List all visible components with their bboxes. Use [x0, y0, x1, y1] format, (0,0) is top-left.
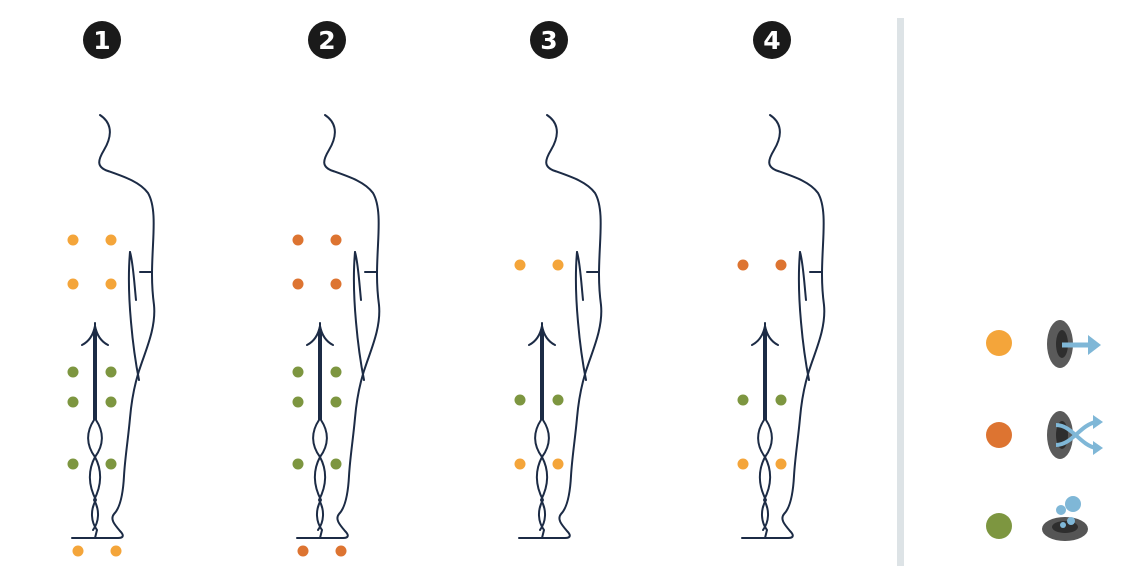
panel-2: 2	[292, 21, 381, 557]
step-number-badge: 2	[308, 21, 346, 59]
green-dot-upper-thigh-left	[67, 366, 79, 378]
green-dot-upper-thigh-right	[330, 366, 342, 378]
legend-dot-green	[986, 513, 1012, 539]
green-dot-thigh-right	[552, 394, 564, 406]
green-dot-upper-thigh-left	[292, 366, 304, 378]
green-dot-thigh-left	[514, 394, 526, 406]
yellow-dot-upper-back-left	[67, 234, 79, 246]
orange-dot-upper-back-left	[292, 234, 304, 246]
arrow-out-icon	[1047, 320, 1101, 368]
body-outline	[296, 114, 381, 539]
yellow-dot-calf-left	[514, 458, 526, 470]
step-number-badge: 3	[530, 21, 568, 59]
yellow-dot-calf-right	[552, 458, 564, 470]
orange-dot-lower-back-right	[330, 278, 342, 290]
yellow-dot-feet-right	[110, 545, 122, 557]
body-outline	[741, 114, 826, 539]
step-number-badge: 1	[83, 21, 121, 59]
orange-dot-feet-right	[335, 545, 347, 557]
yellow-dot-calf-right	[775, 458, 787, 470]
green-dot-calf-left	[67, 458, 79, 470]
green-dot-lower-thigh-left	[67, 396, 79, 408]
yellow-dot-upper-back-right	[105, 234, 117, 246]
yellow-dot-mid-back-right	[552, 259, 564, 271]
body-outline	[71, 114, 156, 539]
panel-4: 4	[737, 21, 826, 539]
step-number: 4	[763, 26, 780, 55]
yellow-dot-mid-back-left	[514, 259, 526, 271]
yellow-dot-calf-left	[737, 458, 749, 470]
orange-dot-upper-back-right	[330, 234, 342, 246]
green-dot-calf-right	[105, 458, 117, 470]
yellow-dot-lower-back-left	[67, 278, 79, 290]
green-dot-thigh-right	[775, 394, 787, 406]
green-dot-upper-thigh-right	[105, 366, 117, 378]
orange-dot-lower-back-left	[292, 278, 304, 290]
green-dot-lower-thigh-right	[105, 396, 117, 408]
step-number: 3	[540, 26, 557, 55]
crossing-arrows-icon	[1047, 411, 1103, 459]
panel-1: 1	[67, 21, 156, 557]
yellow-dot-feet-left	[72, 545, 84, 557]
yellow-dot-lower-back-right	[105, 278, 117, 290]
orange-dot-feet-left	[297, 545, 309, 557]
drain-bubbles-icon	[1042, 496, 1088, 541]
green-dot-thigh-left	[737, 394, 749, 406]
body-outline	[518, 114, 603, 539]
legend-dot-yellow	[986, 330, 1012, 356]
step-number: 2	[318, 26, 335, 55]
orange-dot-mid-back-left	[737, 259, 749, 271]
green-dot-lower-thigh-left	[292, 396, 304, 408]
step-number-badge: 4	[753, 21, 791, 59]
panel-3: 3	[514, 21, 603, 539]
legend-divider	[897, 18, 904, 566]
orange-dot-mid-back-right	[775, 259, 787, 271]
green-dot-lower-thigh-right	[330, 396, 342, 408]
step-number: 1	[93, 26, 110, 55]
green-dot-calf-left	[292, 458, 304, 470]
legend-dot-orange	[986, 422, 1012, 448]
green-dot-calf-right	[330, 458, 342, 470]
